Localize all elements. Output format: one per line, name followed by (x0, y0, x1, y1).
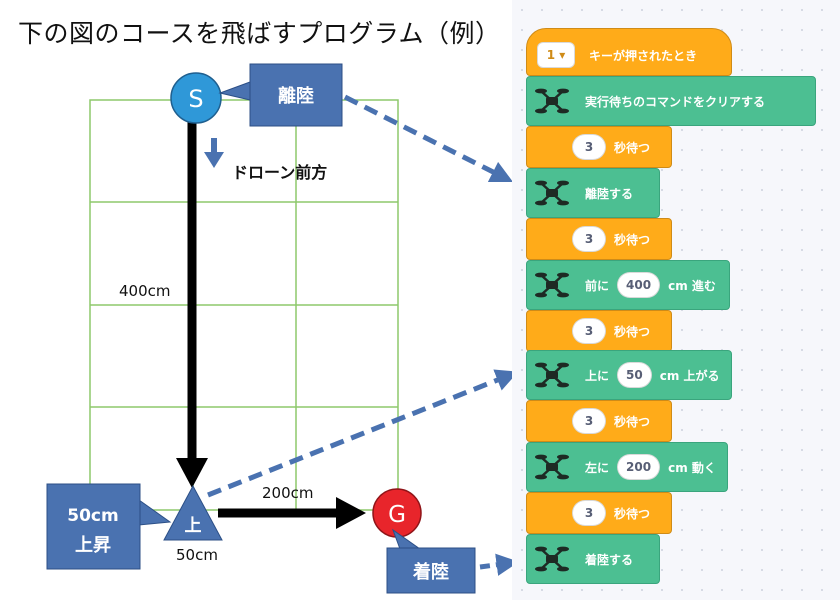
distance-left-label: 200cm (262, 484, 314, 502)
move-up-block[interactable]: 上に 50 cm 上がる (526, 350, 732, 400)
wait-block[interactable]: 3 秒待つ (526, 310, 672, 352)
code-workspace[interactable]: 1 ▾ キーが押されたとき 実行待ちのコマンドをクリアする 3 秒待つ 離陸する… (512, 0, 840, 600)
path-forward-arrow (176, 120, 208, 488)
left-distance-input[interactable]: 200 (617, 454, 661, 480)
wait-seconds-input[interactable]: 3 (572, 134, 606, 160)
move-left-label: 左に (585, 460, 610, 475)
move-left-unit-label: cm 動く (668, 460, 716, 475)
takeoff-label: 離陸する (585, 186, 634, 201)
move-left-block[interactable]: 左に 200 cm 動く (526, 442, 728, 492)
clear-queue-block[interactable]: 実行待ちのコマンドをクリアする (526, 76, 816, 126)
rise-marker: 上 (163, 484, 223, 541)
land-label: 着陸する (585, 552, 634, 567)
wait-block[interactable]: 3 秒待つ (526, 400, 672, 442)
path-left-arrow (218, 497, 366, 529)
wait-label: 秒待つ (614, 232, 651, 247)
takeoff-callout-label: 離陸 (278, 85, 314, 107)
up-distance-input[interactable]: 50 (617, 362, 652, 388)
move-forward-unit-label: cm 進む (668, 278, 716, 293)
start-label: S (188, 85, 203, 113)
wait-seconds-input[interactable]: 3 (572, 500, 606, 526)
rise-callout-amount: 50cm (67, 506, 118, 526)
wait-label: 秒待つ (614, 414, 651, 429)
landing-connector-arrow (479, 553, 512, 576)
move-up-unit-label: cm 上がる (659, 368, 720, 383)
wait-label: 秒待つ (614, 506, 651, 521)
wait-label: 秒待つ (614, 324, 651, 339)
landing-callout-label: 着陸 (412, 561, 449, 583)
start-marker: S (170, 72, 222, 124)
drone-icon (535, 362, 569, 388)
wait-block[interactable]: 3 秒待つ (526, 492, 672, 534)
goal-marker: G (372, 488, 422, 538)
drone-icon (535, 272, 569, 298)
rise-callout: 50cm 上昇 (46, 483, 172, 570)
wait-label: 秒待つ (614, 140, 651, 155)
landing-callout: 着陸 (386, 528, 476, 594)
takeoff-connector-arrow (343, 94, 512, 183)
move-up-label: 上に (585, 368, 610, 383)
rise-connector-arrow (207, 369, 512, 498)
land-block[interactable]: 着陸する (526, 534, 660, 584)
wait-seconds-input[interactable]: 3 (572, 226, 606, 252)
rise-marker-label: 上 (185, 516, 202, 536)
distance-up-label: 50cm (176, 546, 218, 564)
move-forward-label: 前に (585, 278, 610, 293)
distance-forward-label: 400cm (119, 282, 171, 300)
when-key-pressed-block[interactable]: 1 ▾ キーが押されたとき (526, 28, 732, 76)
takeoff-callout: 離陸 (218, 63, 343, 127)
forward-direction-arrow-icon (204, 138, 224, 168)
drone-icon (535, 454, 569, 480)
wait-block[interactable]: 3 秒待つ (526, 218, 672, 260)
wait-block[interactable]: 3 秒待つ (526, 126, 672, 168)
wait-seconds-input[interactable]: 3 (572, 318, 606, 344)
drone-icon (535, 180, 569, 206)
drone-icon (535, 88, 569, 114)
forward-distance-input[interactable]: 400 (617, 272, 661, 298)
drone-forward-label: ドローン前方 (232, 163, 327, 182)
when-key-pressed-label: キーが押されたとき (589, 48, 698, 63)
drone-icon (535, 546, 569, 572)
wait-seconds-input[interactable]: 3 (572, 408, 606, 434)
key-dropdown[interactable]: 1 ▾ (537, 42, 575, 68)
clear-queue-label: 実行待ちのコマンドをクリアする (585, 94, 766, 109)
move-forward-block[interactable]: 前に 400 cm 進む (526, 260, 730, 310)
course-diagram: ドローン前方 400cm 200cm 50cm S 離陸 上 50cm 上昇 G… (46, 63, 512, 594)
goal-label: G (388, 502, 406, 528)
takeoff-block[interactable]: 離陸する (526, 168, 660, 218)
page-title: 下の図のコースを飛ばすプログラム（例） (18, 19, 501, 48)
course-grid (89, 99, 399, 511)
rise-callout-action: 上昇 (75, 535, 111, 556)
